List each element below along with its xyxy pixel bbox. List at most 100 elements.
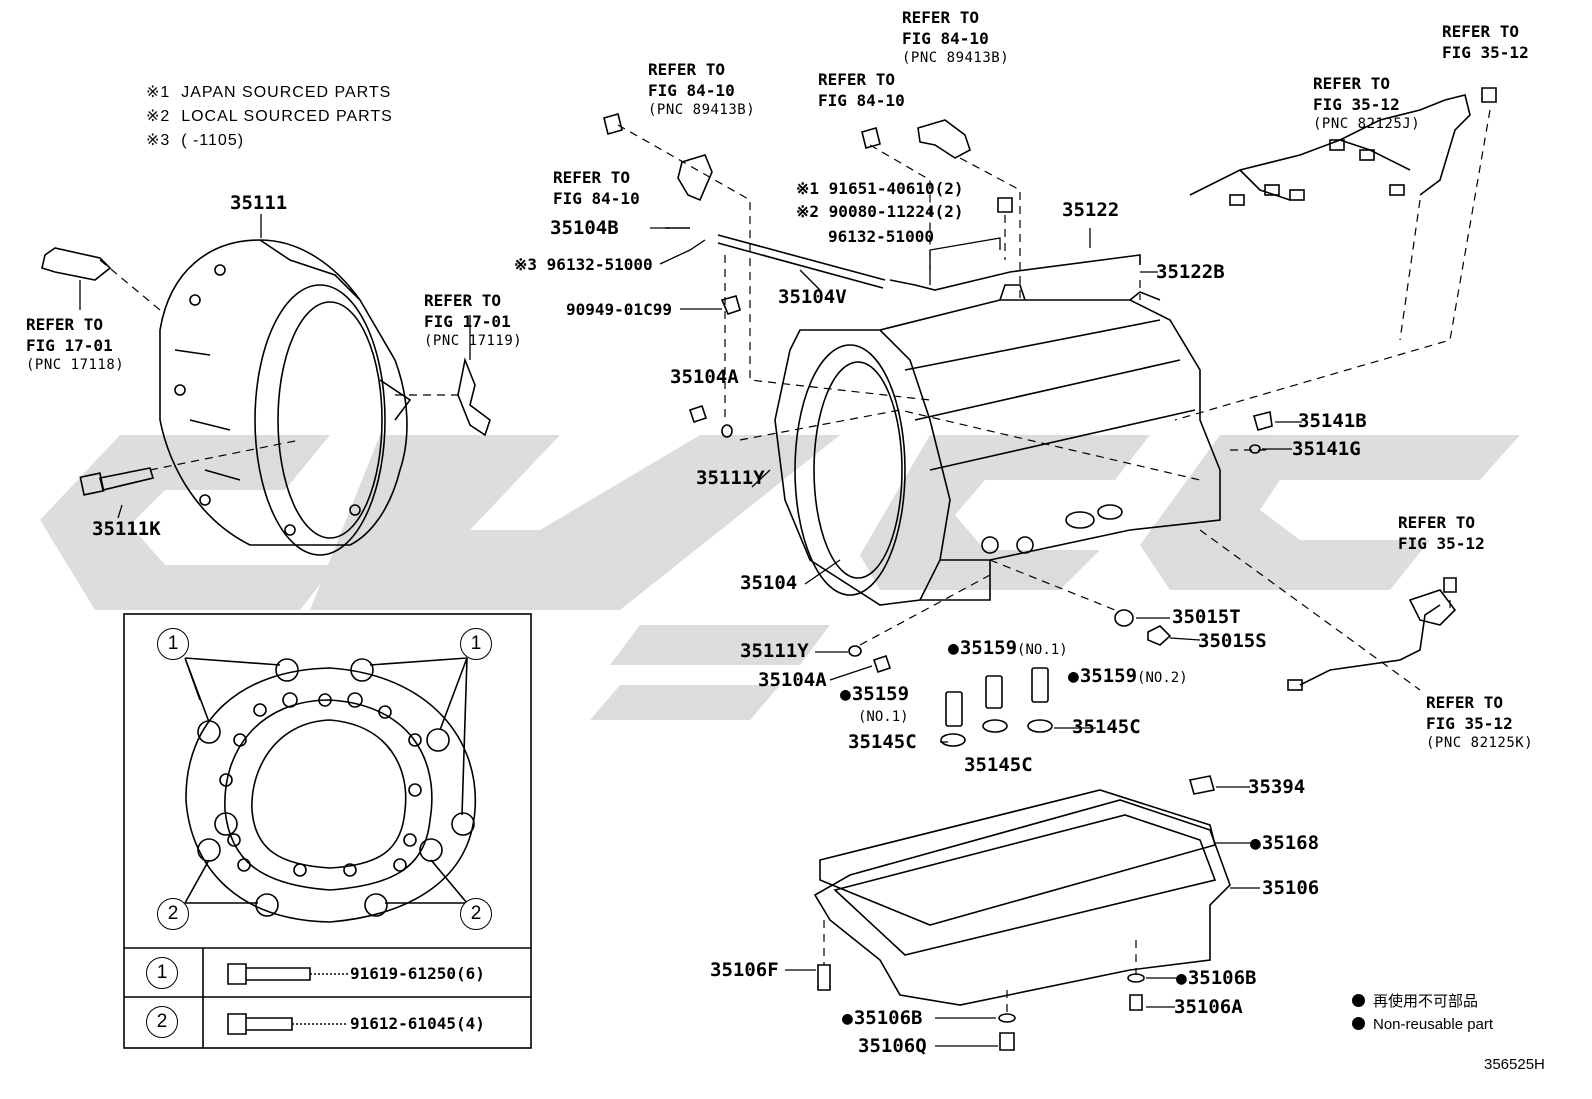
part-35106a[interactable]: 35106A xyxy=(1174,996,1243,1018)
part-35122[interactable]: 35122 xyxy=(1062,199,1120,221)
plug-35106q xyxy=(999,1032,1015,1051)
plug-35141b xyxy=(1253,411,1273,431)
bolt-35111k xyxy=(79,467,155,496)
bolt-35106f xyxy=(817,964,831,991)
part-35104a-upper[interactable]: 35104A xyxy=(670,366,739,388)
gasket-35106b-b xyxy=(998,1013,1016,1023)
part-35111y-lower[interactable]: 35111Y xyxy=(740,640,809,662)
bolt-3512-c xyxy=(1443,577,1457,593)
dashed-lines xyxy=(99,109,1491,1015)
part-35015t[interactable]: 35015T xyxy=(1172,606,1241,628)
o-ring-35111y-b xyxy=(848,645,862,657)
oil-pan-35106 xyxy=(813,789,1231,1006)
bolt-35104a-a xyxy=(688,404,708,424)
bolt-91651 xyxy=(997,197,1013,213)
bolt-3512-a xyxy=(1481,87,1497,103)
callout-1-right: 1 xyxy=(460,628,492,660)
wiring-harness-82125j xyxy=(1189,94,1471,206)
part-35159-no1-top[interactable]: 35159(NO.1) xyxy=(948,637,1068,661)
bolt-8410-a xyxy=(603,113,623,135)
figure-id: 356525H xyxy=(1484,1056,1545,1073)
washer-35145c-a xyxy=(940,733,966,747)
part-35106q[interactable]: 35106Q xyxy=(858,1035,927,1057)
part-35015s[interactable]: 35015S xyxy=(1198,630,1267,652)
part-35104b[interactable]: 35104B xyxy=(550,217,619,239)
part-35168[interactable]: 35168 xyxy=(1250,832,1319,855)
washer-35145c-b xyxy=(982,719,1008,733)
part-35106[interactable]: 35106 xyxy=(1262,877,1320,899)
part-35111k[interactable]: 35111K xyxy=(92,518,161,540)
plug-35015s xyxy=(1147,625,1172,646)
wiring-82125k xyxy=(1287,589,1457,691)
part-35111y-upper[interactable]: 35111Y xyxy=(696,467,765,489)
part-35104v[interactable]: 35104V xyxy=(778,286,847,308)
o-ring-35141g xyxy=(1249,444,1261,454)
legend-jp: 再使用不可部品 xyxy=(1352,990,1478,1011)
bracket-17119 xyxy=(457,357,491,437)
bolt-table-row2-part[interactable]: 91612-61045(4) xyxy=(350,1014,485,1033)
legend-dot-icon xyxy=(1352,1017,1365,1030)
bolt-table-row2-num: 2 xyxy=(146,1006,178,1038)
leader-lines xyxy=(79,214,1302,1047)
gasket-35106b-a xyxy=(1127,973,1145,983)
part-35159-no1-left-note: (NO.1) xyxy=(858,709,909,725)
part-90080-11224[interactable]: ※2 90080-11224(2) xyxy=(796,202,964,221)
part-96132-x3[interactable]: ※3 96132-51000 xyxy=(514,255,653,274)
bracket-17118 xyxy=(41,247,112,281)
bolt-table-row1-num: 1 xyxy=(146,957,178,989)
part-35394[interactable]: 35394 xyxy=(1248,776,1306,798)
tube-35122 xyxy=(889,254,1141,291)
clip-90949 xyxy=(720,295,741,315)
part-35145c-center[interactable]: 35145C xyxy=(964,754,1033,776)
callout-2-right: 2 xyxy=(460,898,492,930)
sensor-89413b-b xyxy=(917,119,971,159)
bolt-table-row1-part[interactable]: 91619-61250(6) xyxy=(350,964,485,983)
part-35141b[interactable]: 35141B xyxy=(1298,410,1367,432)
part-35159-no2[interactable]: 35159(NO.2) xyxy=(1068,665,1188,689)
part-35122b[interactable]: 35122B xyxy=(1156,261,1225,283)
part-91651-40610[interactable]: ※1 91651-40610(2) xyxy=(796,179,964,198)
note-japan-sourced: ※1 JAPAN SOURCED PARTS xyxy=(146,84,392,101)
part-35159-no1-left[interactable]: 35159 xyxy=(840,683,909,706)
part-35111[interactable]: 35111 xyxy=(230,192,288,214)
part-35106f[interactable]: 35106F xyxy=(710,959,779,981)
part-35106b-right[interactable]: 35106B xyxy=(1176,967,1257,990)
note-date-range: ※3 ( -1105) xyxy=(146,132,245,149)
pipe-35104v xyxy=(717,234,886,289)
part-35106b-bottom[interactable]: 35106B xyxy=(842,1007,923,1030)
transmission-case-35104 xyxy=(774,284,1221,606)
bolt-8410-b xyxy=(861,127,881,149)
part-35104a-lower[interactable]: 35104A xyxy=(758,669,827,691)
part-90949-01c99[interactable]: 90949-01C99 xyxy=(566,300,672,319)
callout-1-left: 1 xyxy=(157,628,189,660)
part-35145c-right[interactable]: 35145C xyxy=(1072,716,1141,738)
part-35104[interactable]: 35104 xyxy=(740,572,798,594)
bolt-pattern-box xyxy=(123,613,532,1049)
part-35145c-left[interactable]: 35145C xyxy=(848,731,917,753)
part-96132-51000[interactable]: 96132-51000 xyxy=(828,227,934,246)
legend-en: Non-reusable part xyxy=(1352,1016,1493,1033)
sensor-89413b-a xyxy=(677,154,713,202)
bolt-35106a xyxy=(1129,994,1143,1011)
o-ring-35111y-a xyxy=(721,424,733,438)
callout-2-left: 2 xyxy=(157,898,189,930)
legend-dot-icon xyxy=(1352,994,1365,1007)
watermark xyxy=(40,435,1520,720)
bell-housing-35111 xyxy=(159,239,412,556)
dust-cover-35394 xyxy=(1188,775,1216,795)
bolt-35104a-b xyxy=(872,654,892,674)
note-local-sourced: ※2 LOCAL SOURCED PARTS xyxy=(146,108,393,125)
sleeve-35159-b xyxy=(1031,667,1049,703)
part-35141g[interactable]: 35141G xyxy=(1292,438,1361,460)
